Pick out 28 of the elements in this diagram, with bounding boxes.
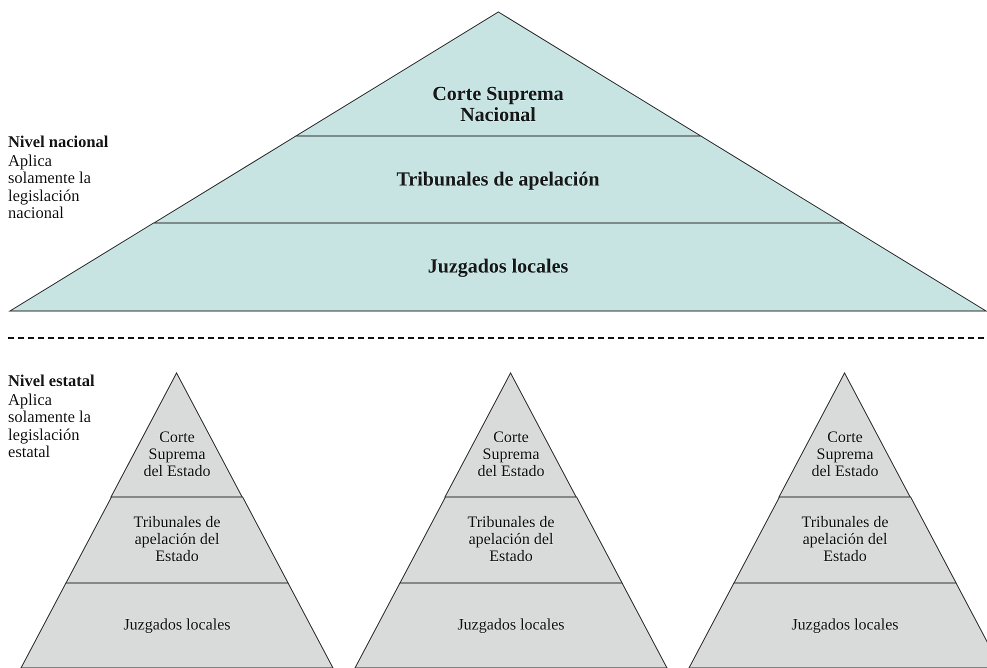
pyramid-tier	[10, 223, 986, 311]
tier-label: Tribunales de apelación	[395, 170, 600, 190]
pyramid-tier	[66, 497, 288, 583]
tier-label: Juzgados locales	[426, 256, 570, 278]
level-note: Aplica solamente la legislación nacional	[8, 152, 92, 222]
tier-label: Tribunales de apelación del Estado	[466, 514, 556, 566]
tier-label: Corte Suprema Nacional	[431, 84, 565, 126]
pyramid-tier	[734, 497, 956, 583]
tier-label: Juzgados locales	[790, 618, 900, 634]
tier-label: Juzgados locales	[122, 618, 232, 634]
pyramid-tier	[154, 136, 842, 223]
level-heading: Nivel nacional	[8, 133, 108, 150]
pyramid-tier	[296, 12, 700, 136]
pyramid-tier	[779, 373, 911, 497]
tier-label: Corte Suprema del Estado	[476, 430, 546, 480]
tier-label: Juzgados locales	[456, 618, 566, 634]
tier-label: Corte Suprema del Estado	[810, 430, 880, 480]
tier-label: Corte Suprema del Estado	[142, 430, 212, 480]
pyramid-tier	[111, 373, 243, 497]
tier-label: Tribunales de apelación del Estado	[800, 514, 890, 566]
level-heading: Nivel estatal	[8, 372, 95, 390]
pyramid-tier	[400, 497, 622, 583]
pyramid-tier	[689, 583, 987, 668]
level-note: Aplica solamente la legislación estatal	[8, 391, 92, 460]
pyramid-tier	[355, 583, 667, 668]
pyramid-tier	[445, 373, 577, 497]
tier-label: Tribunales de apelación del Estado	[132, 514, 222, 566]
pyramid-tier	[21, 583, 333, 668]
